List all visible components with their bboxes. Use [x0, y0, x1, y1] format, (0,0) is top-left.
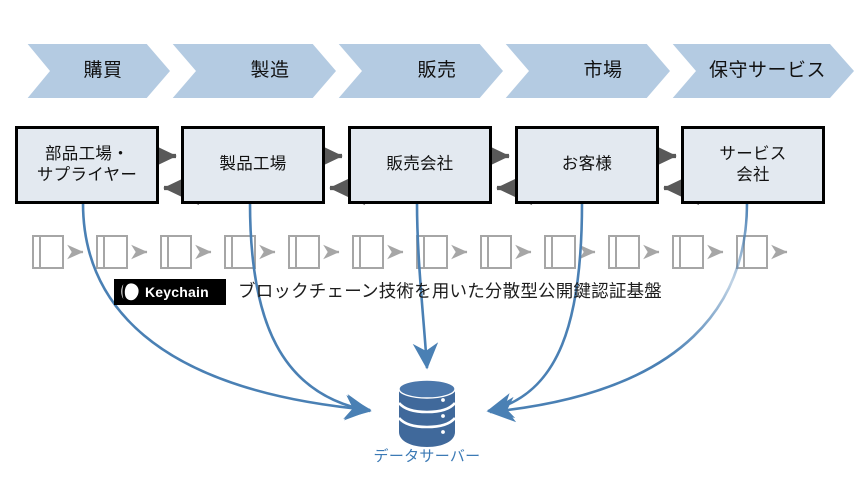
- curve-from-box-2: [248, 202, 372, 420]
- blockchain-strip: [32, 235, 788, 269]
- block-icon: [32, 235, 64, 269]
- curve-from-box-1: [81, 202, 372, 421]
- curve-from-box-3: [412, 202, 439, 370]
- chevron-step-1-label: 購買: [83, 60, 123, 81]
- database-connectors: [81, 202, 749, 423]
- entity-box-parts-supplier-label: 部品工場・ サプライヤー: [36, 144, 138, 184]
- block-icon: [288, 235, 320, 269]
- entity-box-customer-label: お客様: [561, 155, 613, 174]
- database-cylinder-icon: [398, 379, 456, 447]
- entity-connectors: [140, 138, 700, 206]
- chevron-step-3[interactable]: 販売: [382, 61, 492, 80]
- block-icon: [608, 235, 640, 269]
- entity-box-customer[interactable]: お客様: [515, 126, 659, 204]
- entity-box-product-factory[interactable]: 製品工場: [181, 126, 325, 204]
- keychain-brand-label: Keychain: [145, 284, 209, 300]
- entity-box-parts-supplier[interactable]: 部品工場・ サプライヤー: [15, 126, 159, 204]
- entity-box-service-company[interactable]: サービス 会社: [681, 126, 825, 204]
- entity-box-sales-company[interactable]: 販売会社: [348, 126, 492, 204]
- curve-from-box-4: [486, 202, 584, 418]
- block-icon: [416, 235, 448, 269]
- keychain-tagline: ブロックチェーン技術を用いた分散型公開鍵認証基盤: [238, 281, 662, 301]
- keychain-tagline-text: ブロックチェーン技術を用いた分散型公開鍵認証基盤: [238, 281, 662, 301]
- chevron-step-2[interactable]: 製造: [215, 61, 325, 80]
- chevron-step-5-label: 保守サービス: [708, 60, 826, 81]
- entity-box-product-factory-label: 製品工場: [219, 155, 287, 174]
- keychain-logo-icon: [121, 283, 139, 301]
- chevron-step-3-label: 販売: [417, 60, 457, 81]
- chevron-step-4-label: 市場: [583, 60, 623, 81]
- process-chevrons: [0, 42, 854, 100]
- chevron-step-4[interactable]: 市場: [548, 61, 658, 80]
- chevron-step-1[interactable]: 購買: [48, 61, 158, 80]
- block-icon: [352, 235, 384, 269]
- database-label-text: データサーバー: [373, 448, 481, 465]
- entity-box-sales-company-label: 販売会社: [386, 155, 454, 174]
- block-icon: [160, 235, 192, 269]
- database-label: データサーバー: [357, 449, 497, 464]
- block-icon: [544, 235, 576, 269]
- keychain-badge[interactable]: Keychain: [114, 279, 226, 305]
- block-icon: [672, 235, 704, 269]
- chevron-step-5[interactable]: 保守サービス: [695, 61, 840, 80]
- block-icon: [480, 235, 512, 269]
- chevron-step-2-label: 製造: [250, 60, 290, 81]
- block-icon: [96, 235, 128, 269]
- entity-box-service-company-label: サービス 会社: [719, 144, 787, 184]
- curve-from-box-5: [488, 202, 749, 423]
